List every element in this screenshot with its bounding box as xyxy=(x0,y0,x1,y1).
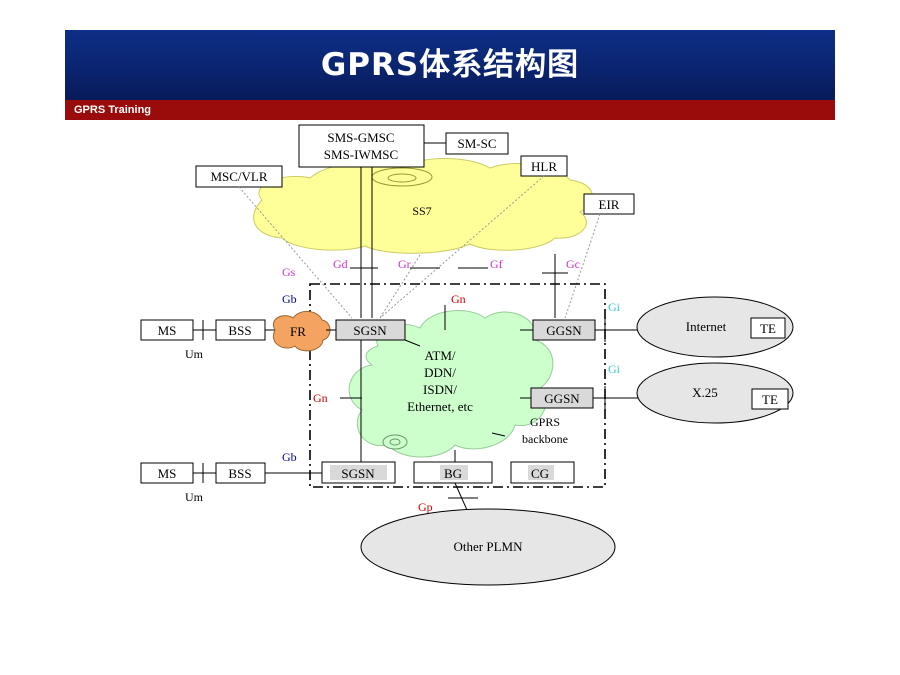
bss-label-2: BSS xyxy=(228,466,251,481)
te-box-2 xyxy=(751,388,789,410)
backbone-bubble-inner xyxy=(389,438,401,446)
sgsn-box-1 xyxy=(335,319,406,341)
te-label-2: TE xyxy=(762,392,778,407)
msc-vlr-label: MSC/VLR xyxy=(210,169,267,184)
sgsn-box-2-fill xyxy=(330,465,387,480)
subtitle-text: GPRS Training xyxy=(74,104,152,116)
x25-label: X.25 xyxy=(692,385,718,400)
gs-label: Gs xyxy=(282,265,296,279)
gi-label-2: Gi xyxy=(608,362,621,376)
other-plmn-label: Other PLMN xyxy=(454,539,524,554)
gprs-backbone-label-1: GPRS xyxy=(530,415,560,429)
gn-label-left: Gn xyxy=(313,391,328,405)
gn-label-top: Gn xyxy=(451,292,466,306)
title-banner: GPRS体系结构图 xyxy=(65,30,835,100)
gprs-network-boundary xyxy=(309,283,606,488)
backbone-pointer xyxy=(491,432,506,437)
ggsn-label-1: GGSN xyxy=(546,323,582,338)
gp-label: Gp xyxy=(418,500,433,514)
gprs-backbone-label-2: backbone xyxy=(522,432,568,446)
signalling-links xyxy=(238,175,601,319)
internet-oval xyxy=(636,296,794,358)
fr-label: FR xyxy=(290,324,306,339)
backbone-label-3: ISDN/ xyxy=(423,382,457,397)
um-label-1: Um xyxy=(185,347,204,361)
other-plmn-oval xyxy=(360,508,616,586)
ggsn-label-2: GGSN xyxy=(544,391,580,406)
gc-label: Gc xyxy=(566,257,580,271)
backbone-label-2: DDN/ xyxy=(424,365,456,380)
internet-label: Internet xyxy=(686,319,727,334)
bg-label: BG xyxy=(444,466,462,481)
ss7-cloud-bubble-inner xyxy=(387,173,417,183)
backbone-label-1: ATM/ xyxy=(424,348,455,363)
eir-box xyxy=(583,193,635,215)
page-title: GPRS体系结构图 xyxy=(320,47,580,83)
sgsn-label-1: SGSN xyxy=(353,323,387,338)
te-box-1 xyxy=(750,317,786,339)
backbone-bubble xyxy=(382,434,408,450)
sgsn-label-2: SGSN xyxy=(341,466,375,481)
gf-label: Gf xyxy=(490,257,503,271)
sms-gmsc-label: SMS-GMSC xyxy=(327,130,394,145)
sms-iwmsc-label: SMS-IWMSC xyxy=(324,147,398,162)
gb-label-top: Gb xyxy=(282,292,297,306)
te-label-1: TE xyxy=(760,321,776,336)
ms-label-1: MS xyxy=(158,323,177,338)
cg-label: CG xyxy=(531,466,549,481)
backbone-cloud xyxy=(348,310,554,458)
sgsn1-backbone-link xyxy=(404,339,421,347)
eir-label: EIR xyxy=(599,197,620,212)
hlr-label: HLR xyxy=(531,159,557,174)
ss7-cloud-bubble xyxy=(371,167,433,187)
cg-box-fill xyxy=(528,465,554,480)
um-label-2: Um xyxy=(185,490,204,504)
bg-box-fill xyxy=(440,465,468,480)
ss7-label: SS7 xyxy=(412,204,431,218)
gr-label: Gr xyxy=(398,257,411,271)
backbone-label-4: Ethernet, etc xyxy=(407,399,473,414)
gi-label-1: Gi xyxy=(608,300,621,314)
gb-label-bottom: Gb xyxy=(282,450,297,464)
sm-sc-label: SM-SC xyxy=(457,136,496,151)
ms-label-2: MS xyxy=(158,466,177,481)
bg-plmn-link xyxy=(454,482,468,511)
bss-label-1: BSS xyxy=(228,323,251,338)
gd-label: Gd xyxy=(333,257,348,271)
subtitle-bar: GPRS Training xyxy=(65,100,835,120)
